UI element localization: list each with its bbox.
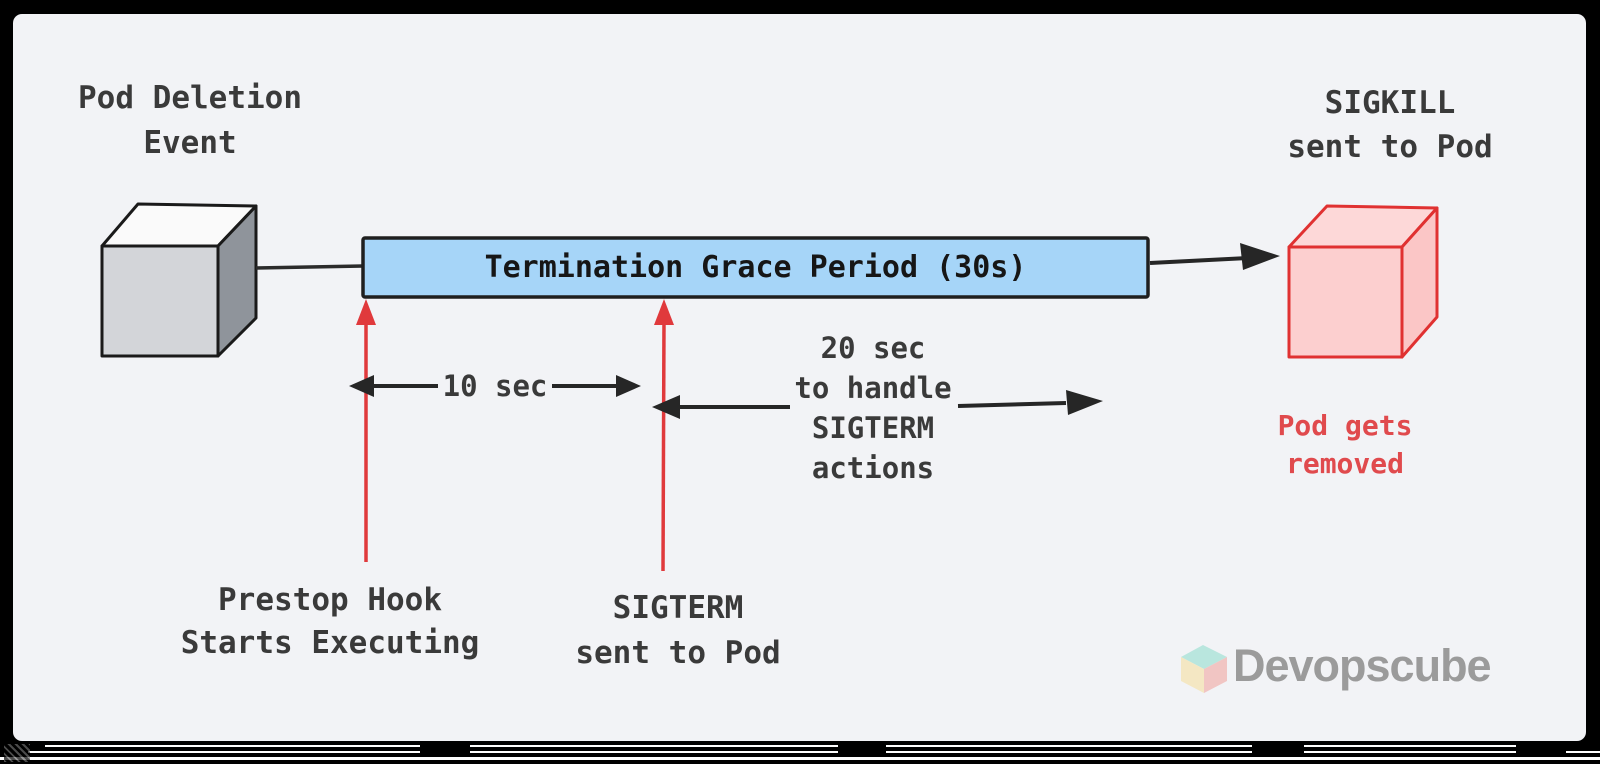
pod-removed-label: Pod gets removed	[1277, 409, 1413, 480]
bottom-strip-gap	[838, 743, 886, 754]
twenty-sec-span-arrow-icon	[652, 390, 1103, 419]
corner-artifact	[4, 744, 30, 762]
sigkill-sent-label: SIGKILL sent to Pod	[1287, 85, 1493, 165]
bottom-strip-line	[28, 751, 1600, 753]
ten-sec-span-arrow-icon	[349, 375, 641, 397]
bottom-strip-line	[0, 757, 1600, 760]
bottom-strip-gap	[1252, 743, 1304, 754]
connector-line	[255, 264, 364, 270]
sigterm-marker-arrow-icon	[654, 299, 674, 572]
bottom-strip-line	[45, 745, 1543, 747]
pod-cube-icon	[100, 202, 258, 358]
prestop-marker-arrow-icon	[356, 299, 376, 562]
bottom-strip-gap	[420, 743, 470, 754]
prestop-hook-label: Prestop Hook Starts Executing	[180, 582, 480, 661]
bottom-strip-gap	[1516, 743, 1566, 754]
red-cube-front-face	[1287, 245, 1404, 359]
pod-deletion-event-label: Pod Deletion Event	[78, 80, 302, 161]
sigkill-arrow-icon	[1149, 243, 1280, 270]
sigterm-sent-label: SIGTERM sent to Pod	[575, 590, 781, 671]
ten-sec-label: 10 sec	[442, 369, 548, 403]
devopscube-wordmark: Devopscube	[1233, 640, 1492, 691]
pod-removed-cube-icon	[1287, 204, 1439, 359]
devopscube-logo-cube-icon	[1181, 645, 1227, 693]
grace-period-box	[361, 236, 1150, 299]
pod-cube-front-face	[100, 244, 220, 358]
twenty-sec-label: 20 sec to handle SIGTERM actions	[794, 331, 952, 485]
grace-period-label: Termination Grace Period (30s)	[484, 250, 1027, 285]
diagram-canvas	[13, 14, 1586, 741]
